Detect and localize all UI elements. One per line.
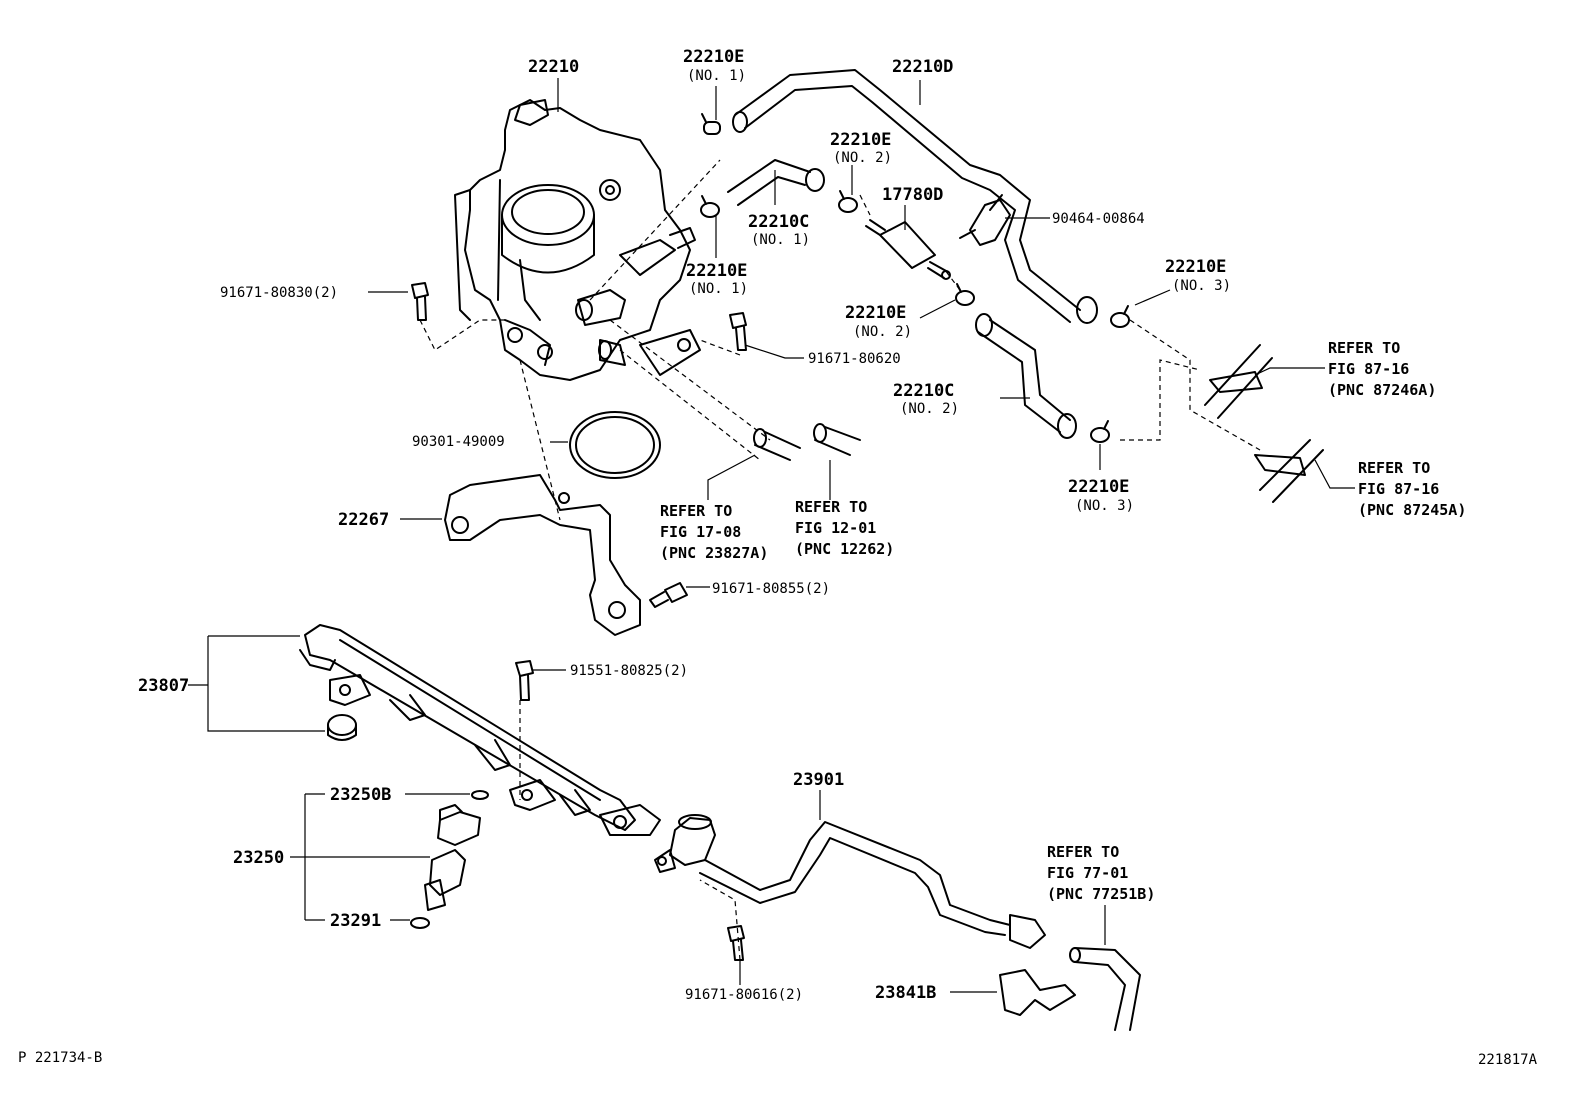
footer-right-code: 221817A xyxy=(1478,1052,1538,1068)
label-91551-80825: 91551-80825(2) xyxy=(570,663,688,679)
refer-line: FIG 77-01 xyxy=(1047,864,1128,882)
pressure-hose-23901 xyxy=(654,814,1046,949)
label-91671-80855: 91671-80855(2) xyxy=(712,581,830,597)
refer-line: FIG 87-16 xyxy=(1328,360,1409,378)
refer-line: (PNC 87246A) xyxy=(1328,381,1436,399)
refer-line: (PNC 23827A) xyxy=(660,544,768,562)
label-22210E-no1-top: 22210E xyxy=(683,47,744,67)
label-22210E-no2-mid: 22210E xyxy=(845,303,906,323)
label-23841B: 23841B xyxy=(875,983,936,1003)
refer-line: FIG 17-08 xyxy=(660,523,741,541)
label-22210E-no3-top-sub: (NO. 3) xyxy=(1172,278,1231,294)
throttle-body xyxy=(454,99,701,381)
label-23807: 23807 xyxy=(138,676,189,696)
label-23901: 23901 xyxy=(793,770,844,790)
label-91671-80616: 91671-80616(2) xyxy=(685,987,803,1003)
refer-blocks: REFER TO FIG 17-08 (PNC 23827A) REFER TO… xyxy=(660,339,1466,903)
label-91671-80830: 91671-80830(2) xyxy=(220,285,338,301)
assembly-lines xyxy=(419,159,1261,961)
label-91671-80620: 91671-80620 xyxy=(808,351,901,367)
label-23291: 23291 xyxy=(330,911,381,931)
refer-fig-87-16-a: REFER TO FIG 87-16 (PNC 87246A) xyxy=(1328,339,1436,399)
refer-line: FIG 12-01 xyxy=(795,519,876,537)
clip-90464 xyxy=(959,194,1011,246)
bolt-91671-80830 xyxy=(411,282,429,321)
label-22210E-no2-mid-sub: (NO. 2) xyxy=(853,324,912,340)
label-22210E-no1-top-sub: (NO. 1) xyxy=(687,68,746,84)
hose-77-01 xyxy=(1069,947,1141,1031)
label-22210C-no2: 22210C xyxy=(893,381,954,401)
label-23250: 23250 xyxy=(233,848,284,868)
filter-17780D xyxy=(865,219,951,280)
leader-lines xyxy=(188,78,1355,993)
refer-line: FIG 87-16 xyxy=(1358,480,1439,498)
gasket-ring xyxy=(569,411,661,479)
label-22210: 22210 xyxy=(528,57,579,77)
label-90301-49009: 90301-49009 xyxy=(412,434,505,450)
refer-fig-12-01: REFER TO FIG 12-01 (PNC 12262) xyxy=(795,498,894,558)
label-22210E-no1-mid-sub: (NO. 1) xyxy=(689,281,748,297)
footer-left-code: P 221734-B xyxy=(18,1050,102,1066)
refer-line: (PNC 77251B) xyxy=(1047,885,1155,903)
bolt-91551-80825 xyxy=(515,660,534,701)
label-22210C-no2-sub: (NO. 2) xyxy=(900,401,959,417)
label-22210D: 22210D xyxy=(892,57,953,77)
refer-fig-87-16-b: REFER TO FIG 87-16 (PNC 87245A) xyxy=(1358,459,1466,519)
label-23250B: 23250B xyxy=(330,785,391,805)
bolt-91671-80620 xyxy=(729,312,747,351)
label-17780D: 17780D xyxy=(882,185,943,205)
right-lines xyxy=(1204,344,1324,503)
label-22210E-no2-top-sub: (NO. 2) xyxy=(833,150,892,166)
label-22210E-no2-top: 22210E xyxy=(830,130,891,150)
hose-22210C-no2 xyxy=(975,313,1077,439)
clip-23841B xyxy=(999,969,1076,1016)
label-22267: 22267 xyxy=(338,510,389,530)
refer-line: REFER TO xyxy=(660,502,732,520)
bolt-91671-80855 xyxy=(649,582,688,608)
pipe-ends xyxy=(753,423,861,461)
hose-22210C-no1 xyxy=(727,159,825,206)
label-22210C-no1: 22210C xyxy=(748,212,809,232)
bracket xyxy=(444,474,641,636)
label-90464-00864: 90464-00864 xyxy=(1052,211,1145,227)
label-22210E-no3-bottom-sub: (NO. 3) xyxy=(1075,498,1134,514)
refer-line: (PNC 87245A) xyxy=(1358,501,1466,519)
refer-line: (PNC 12262) xyxy=(795,540,894,558)
injector xyxy=(410,790,489,929)
refer-line: REFER TO xyxy=(1047,843,1119,861)
bolt-91671-80616 xyxy=(727,925,745,961)
label-22210E-no3-top: 22210E xyxy=(1165,257,1226,277)
clamps xyxy=(700,113,1130,443)
hose-22210D xyxy=(732,69,1098,324)
refer-fig-77-01: REFER TO FIG 77-01 (PNC 77251B) xyxy=(1047,843,1155,903)
part-labels: 22210 22210E (NO. 1) 22210D 22210E (NO. … xyxy=(138,47,1231,1003)
refer-line: REFER TO xyxy=(1358,459,1430,477)
label-22210C-no1-sub: (NO. 1) xyxy=(751,232,810,248)
label-22210E-no3-bottom: 22210E xyxy=(1068,477,1129,497)
refer-fig-17-08: REFER TO FIG 17-08 (PNC 23827A) xyxy=(660,502,768,562)
fuel-rail xyxy=(299,624,661,836)
refer-line: REFER TO xyxy=(1328,339,1400,357)
label-22210E-no1-mid: 22210E xyxy=(686,261,747,281)
refer-line: REFER TO xyxy=(795,498,867,516)
